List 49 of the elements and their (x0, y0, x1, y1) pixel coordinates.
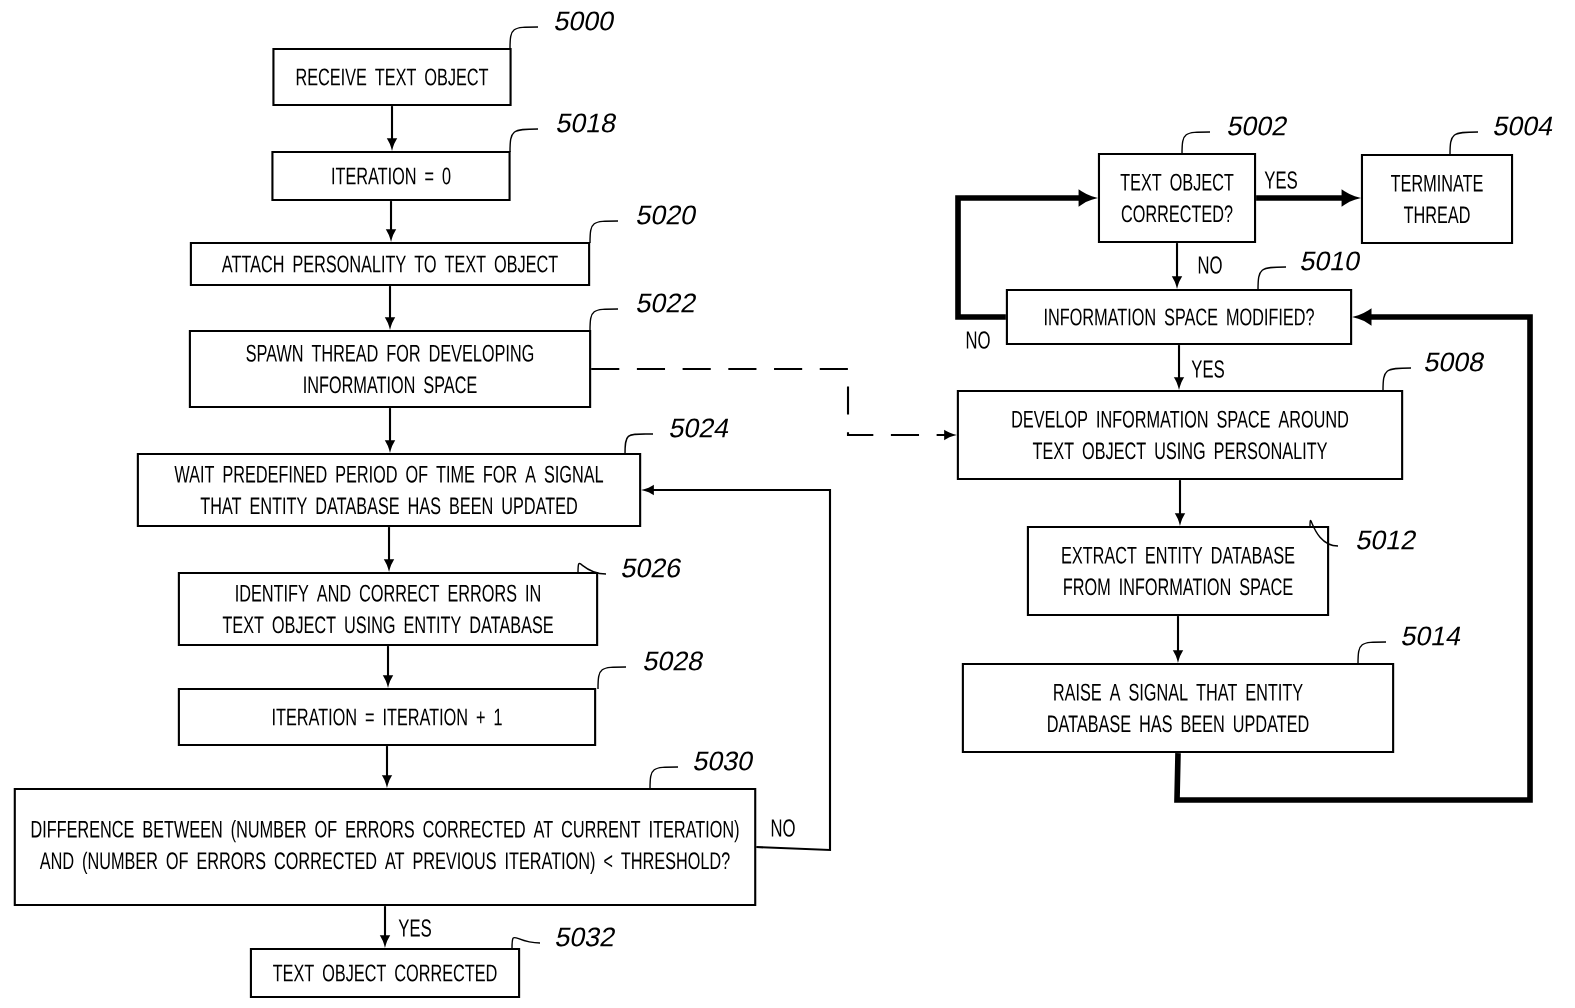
edge-label: NO (961, 327, 995, 353)
arrow (387, 106, 397, 149)
process-box: DIFFERENCE BETWEEN (NUMBER OF ERRORS CORRECTED AT CURRENT ITERATION) AND (NUMBER OF ERRORS CORRECTED AT PREVIOUS ITERATION) < THRESHOLD? (13, 787, 757, 907)
edge-label: NO (766, 815, 800, 841)
reference-numeral: 5018 (509, 113, 616, 153)
arrow (384, 527, 394, 570)
reference-numeral: 5004 (1449, 116, 1553, 156)
arrow (591, 367, 954, 440)
reference-numeral: 5032 (511, 927, 615, 950)
arrow (1174, 345, 1184, 388)
reference-numeral: 5024 (624, 418, 729, 455)
process-box: TEXT OBJECT CORRECTED? (1097, 152, 1257, 244)
process-box: TEXT OBJECT CORRECTED (249, 947, 521, 999)
process-box: ITERATION = ITERATION + 1 (177, 687, 597, 747)
edge-label: NO (1193, 252, 1227, 278)
reference-numeral: 5010 (1257, 251, 1360, 291)
reference-numeral: 5002 (1181, 116, 1287, 155)
arrow (385, 286, 395, 328)
reference-numeral: 5020 (589, 205, 696, 244)
reference-numeral: 5028 (597, 651, 703, 690)
arrow (1173, 616, 1183, 661)
process-box: WAIT PREDEFINED PERIOD OF TIME FOR A SIGNAL THAT ENTITY DATABASE HAS BEEN UPDATED (136, 452, 642, 528)
process-box: DEVELOP INFORMATION SPACE AROUND TEXT OBJECT USING PERSONALITY (956, 389, 1404, 481)
process-box: TERMINATE THREAD (1360, 153, 1514, 245)
process-box: RAISE A SIGNAL THAT ENTITY DATABASE HAS BEEN UPDATED (961, 662, 1395, 754)
process-box: IDENTIFY AND CORRECT ERRORS IN TEXT OBJECT USING ENTITY DATABASE (177, 571, 599, 647)
process-box: RECEIVE TEXT OBJECT (272, 47, 512, 107)
edge-label: YES (1187, 356, 1229, 382)
reference-numeral: 5030 (649, 751, 753, 790)
process-box: EXTRACT ENTITY DATABASE FROM INFORMATION SPACE (1026, 525, 1330, 617)
arrow (383, 646, 393, 686)
reference-numeral: 5008 (1382, 352, 1484, 392)
arrow (380, 906, 390, 946)
process-box: ATTACH PERSONALITY TO TEXT OBJECT (189, 241, 591, 287)
arrow (644, 485, 832, 852)
process-box: SPAWN THREAD FOR DEVELOPING INFORMATION SPACE (188, 329, 592, 409)
arrow (386, 201, 396, 240)
process-box: INFORMATION SPACE MODIFIED? (1005, 288, 1353, 346)
arrow (1174, 310, 1533, 803)
edge-label: YES (394, 915, 436, 941)
arrow (385, 408, 395, 451)
edge-label: YES (1260, 167, 1302, 193)
reference-numeral: 5014 (1357, 626, 1461, 665)
arrow (1175, 480, 1185, 524)
arrow (382, 746, 392, 786)
process-box: ITERATION = 0 (271, 150, 511, 202)
arrow (1172, 243, 1182, 287)
reference-numeral: 5000 (509, 11, 614, 50)
reference-numeral: 5022 (589, 293, 696, 332)
